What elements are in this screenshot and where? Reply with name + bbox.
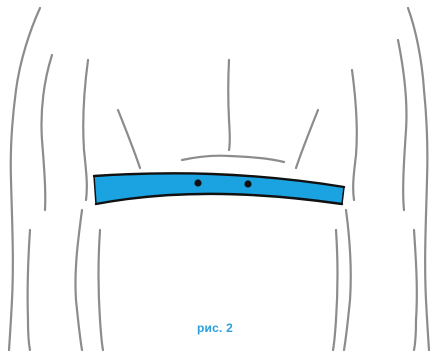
left-arm-line <box>9 8 40 350</box>
right-torso-line <box>352 70 357 200</box>
figure-caption: рис. 2 <box>0 321 430 335</box>
right-arm-line <box>408 8 429 350</box>
spine-line <box>228 60 230 150</box>
sensor-contact-right <box>244 180 251 187</box>
left-arm-inner-line <box>41 55 52 210</box>
right-arm-inner-line <box>398 40 407 210</box>
left-torso-line <box>83 60 88 200</box>
sensor-contact-left <box>194 179 201 186</box>
scapula-right-line <box>296 110 318 168</box>
scapula-left-line <box>118 110 140 168</box>
chest-strap <box>94 173 344 204</box>
shoulder-blade-line <box>182 156 284 162</box>
